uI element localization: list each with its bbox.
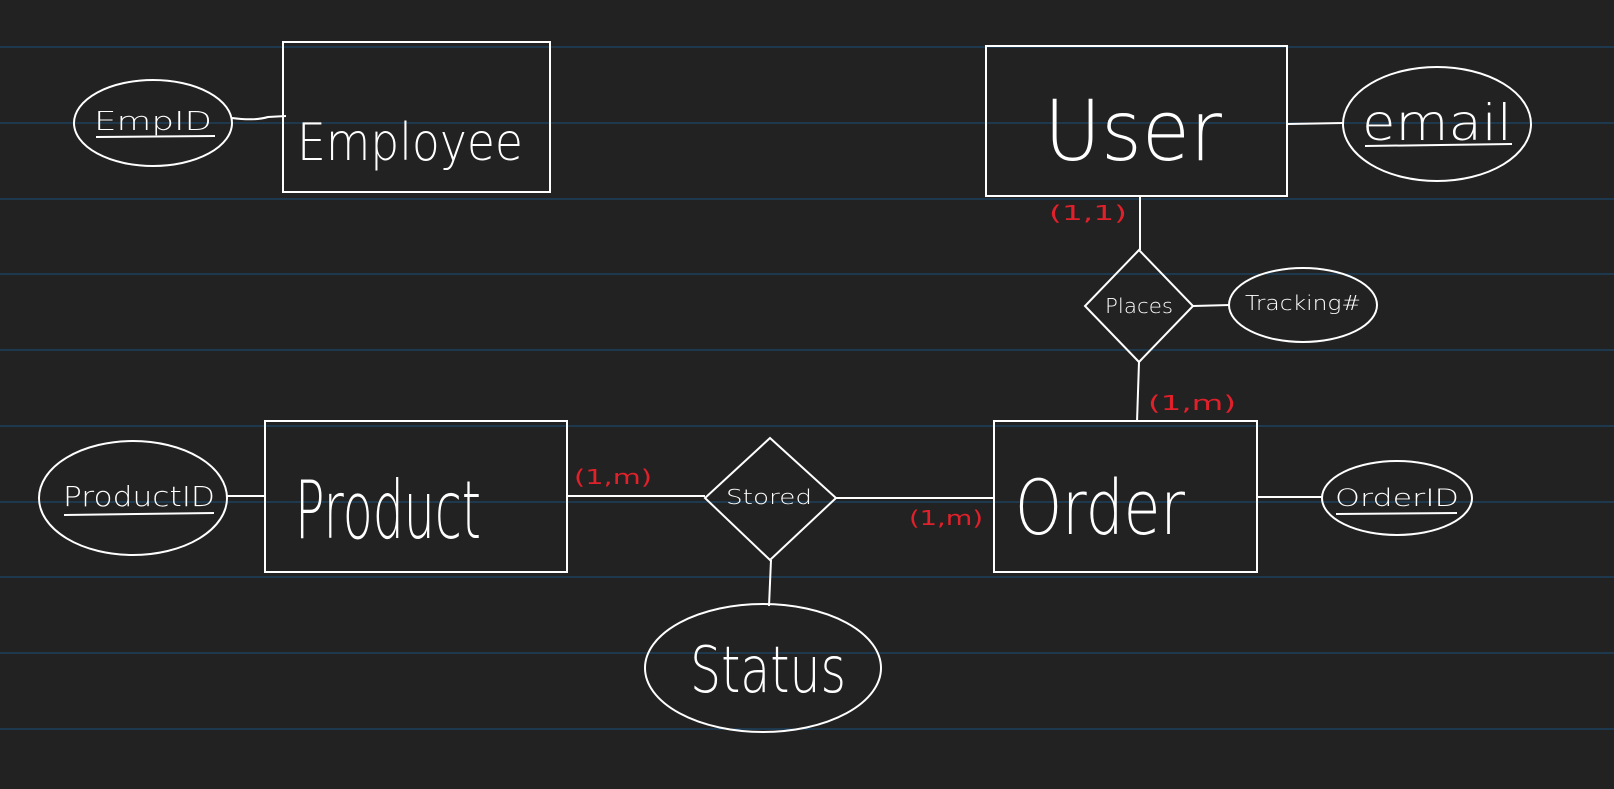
attribute-email-label: email — [1362, 94, 1512, 152]
entity-employee: Employee — [282, 41, 551, 193]
entity-product: Product — [264, 420, 568, 573]
attribute-tracking-ellipse — [1228, 267, 1378, 343]
attribute-orderid-key-underline — [1335, 512, 1458, 515]
attribute-email-key-underline — [1364, 143, 1513, 147]
entity-employee-label: Employee — [297, 113, 523, 173]
attribute-status-ellipse — [644, 603, 882, 733]
entity-user-label: User — [1044, 82, 1222, 180]
relationship-places: Places — [1083, 248, 1195, 364]
attribute-empid-key-underline — [95, 135, 216, 138]
attribute-email: email — [1342, 66, 1532, 182]
attribute-orderid-ellipse — [1321, 460, 1473, 536]
entity-order-box — [993, 420, 1258, 573]
attribute-productid-key-underline — [63, 512, 215, 516]
entity-order-label: Order — [1015, 463, 1186, 552]
entity-user: User — [985, 45, 1288, 197]
connectors — [227, 115, 1344, 607]
attribute-productid: ProductID — [38, 440, 228, 556]
attribute-status: Status — [644, 603, 882, 733]
attribute-productid-label: ProductID — [63, 480, 215, 513]
cardinalities: (1,1) (1,m) (1,m) (1,m) — [574, 201, 1236, 530]
entity-product-box — [264, 420, 568, 573]
relationship-stored-label: Stored — [726, 485, 812, 509]
attribute-empid-label: EmpID — [94, 107, 212, 137]
relationship-places-label: Places — [1105, 294, 1173, 318]
attribute-email-ellipse — [1342, 66, 1532, 182]
cardinality-product-stored: (1,m) — [574, 465, 652, 489]
connector-empid-employee — [231, 115, 287, 121]
relationship-stored: Stored — [703, 436, 838, 562]
attribute-empid-ellipse — [73, 79, 233, 167]
ruled-lines — [0, 46, 1614, 730]
cardinality-order-places: (1,m) — [1148, 391, 1236, 415]
attribute-status-label: Status — [690, 634, 846, 708]
entity-user-box — [985, 45, 1288, 197]
connector-user-email — [1286, 122, 1344, 125]
connector-stored-status — [768, 559, 772, 607]
entity-product-label: Product — [295, 464, 481, 557]
relationship-stored-diamond — [703, 436, 838, 562]
cardinality-order-stored: (1,m) — [909, 506, 983, 530]
attribute-orderid-label: OrderID — [1335, 484, 1459, 512]
connector-places-tracking — [1192, 304, 1231, 307]
relationship-places-diamond — [1083, 248, 1195, 364]
attribute-tracking: Tracking# — [1228, 267, 1378, 343]
cardinality-user-places: (1,1) — [1049, 201, 1127, 225]
attribute-orderid: OrderID — [1321, 460, 1473, 536]
connector-places-order — [1136, 361, 1140, 423]
entity-order: Order — [993, 420, 1258, 573]
attribute-productid-ellipse — [38, 440, 228, 556]
entity-employee-box — [282, 41, 551, 193]
attribute-tracking-label: Tracking# — [1245, 291, 1361, 315]
attribute-empid: EmpID — [73, 79, 233, 167]
